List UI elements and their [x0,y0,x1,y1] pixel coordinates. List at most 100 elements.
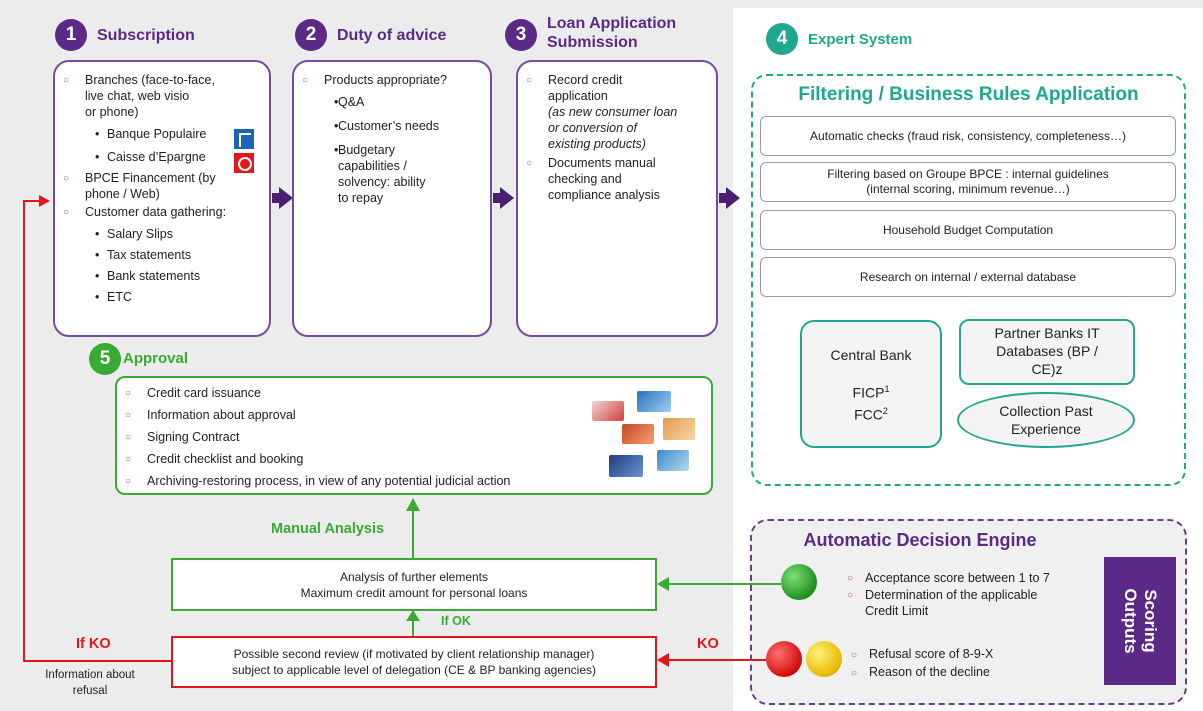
list-item: ○ Products appropriate? [302,72,482,88]
rule-household-budget: Household Budget Computation [760,210,1176,250]
manual-analysis-arrow-shaft [412,510,414,558]
list-item: ○ BPCE Financement (by phone / Web) [63,170,261,202]
text-line: or conversion of [548,121,637,135]
sub-item: ETC [63,289,261,305]
arrow-left-icon [657,577,669,591]
red-light-icon [766,641,802,677]
flow-chevron-icon [279,187,293,209]
step-4-title: Expert System [808,31,913,48]
text-line: Partner Banks IT [994,325,1100,341]
text-line: Filtering based on Groupe BPCE : interna… [827,167,1109,181]
list-item: ○ Determination of the applicable Credit… [847,587,1072,619]
text-line: Central Bank [830,347,912,363]
text-line: Analysis of further elements [339,570,489,584]
caisse-epargne-logo-icon [234,153,254,173]
step-4-number: 4 [766,23,798,55]
bullet-icon: ○ [63,207,70,218]
if-ok-arrow-shaft [412,611,414,636]
text-line: Signing Contract [147,430,240,444]
scoring-outputs-box: Scoring Outputs [1104,557,1176,685]
footnote-marker: 2 [882,405,888,416]
text-line: Customer data gathering: [85,205,227,219]
list-item: ○Credit checklist and booking [125,451,711,467]
bullet-icon: ○ [302,75,309,86]
subscription-box: ○ Branches (face-to-face, live chat, web… [53,60,271,337]
text-line: solvency: ability [338,175,426,189]
bullet-icon: ○ [63,173,70,184]
list-item: ○ Record credit application (as new cons… [526,72,708,152]
if-ko-line [23,200,25,662]
step-5-number: 5 [89,343,121,375]
filtering-heading: Filtering / Business Rules Application [798,84,1139,105]
arrow-up-icon [406,498,420,511]
text-line: Acceptance score between 1 to 7 [865,571,1050,585]
text-line: Credit checklist and booking [147,452,304,466]
duty-of-advice-box: ○ Products appropriate? Q&A Customer’s n… [292,60,492,337]
flow-chevron-icon [500,187,514,209]
text-line: existing products) [548,137,646,151]
if-ok-label: If OK [441,614,471,628]
step-2-title: Duty of advice [337,27,447,44]
text-line: checking and [548,172,622,186]
second-review-box: Possible second review (if motivated by … [171,636,657,688]
decision-engine-title: Automatic Decision Engine [803,530,1037,550]
further-analysis-box: Analysis of further elements Maximum cre… [171,558,657,611]
fcc-line: FCC2 [802,402,940,424]
bullet-icon: ○ [847,573,854,584]
step-2-number: 2 [295,19,327,51]
sub-item: Banque Populaire [63,126,261,142]
list-item: ○ Refusal score of 8-9-X [851,646,1071,663]
list-item: ○ Branches (face-to-face, live chat, web… [63,72,261,120]
credit-card-image [637,391,671,412]
manual-analysis-label: Manual Analysis [271,521,385,537]
text-line: FICP [852,384,885,401]
text-line: subject to applicable level of delegatio… [231,663,596,677]
credit-card-image [592,401,624,421]
list-item: ○Archiving-restoring process, in view of… [125,473,711,489]
bullet-icon: ○ [125,432,132,443]
list-item: ○ Documents manual checking and complian… [526,155,708,203]
text-line: (as new consumer loan [548,105,678,119]
arrow-right-icon [39,195,50,207]
rule-database-research: Research on internal / external database [760,257,1176,297]
bullet-icon: ○ [125,410,132,421]
sub-item: Bank statements [63,268,261,284]
text-line: Documents manual [548,156,656,170]
text-line: Information about [45,669,135,681]
refusal-info-label: Information about refusal [30,667,150,699]
text-line: refusal [72,685,108,697]
bullet-icon: ○ [125,388,132,399]
acceptance-list: ○ Acceptance score between 1 to 7 ○ Deter… [847,570,1072,620]
bullet-icon: ○ [851,668,858,679]
text-line: Archiving-restoring process, in view of … [147,474,511,488]
if-ko-label: If KO [76,636,111,652]
if-ko-line [23,660,171,662]
text-line: compliance analysis [548,188,660,202]
central-bank-box: Central Bank FICP1 FCC2 [800,320,942,448]
text-line: Record credit [548,73,623,87]
list-item: ○ Customer data gathering: [63,204,261,220]
flow-chevron-icon [726,187,740,209]
step-3-title: Loan Application Submission [547,14,676,52]
collection-past-experience-box: Collection Past Experience [957,392,1135,448]
text-line: BPCE Financement (by [85,171,216,185]
text-line: Branches (face-to-face, [85,73,215,87]
rule-filtering-guidelines: Filtering based on Groupe BPCE : interna… [760,162,1176,202]
green-light-icon [781,564,817,600]
credit-card-image [622,424,654,444]
sub-item: Salary Slips [63,226,261,242]
step-1-number: 1 [55,19,87,51]
bullet-icon: ○ [851,650,858,661]
text-line: Refusal score of 8-9-X [869,647,994,661]
flow-arrow-shaft [272,193,280,203]
list-item: ○Credit card issuance [125,385,711,401]
credit-card-image [609,455,643,477]
text-line: capabilities / [338,159,407,173]
scoring-outputs-label: Scoring Outputs [1121,588,1160,654]
text-line: Collection Past [999,403,1093,419]
text-line: Determination of the applicable [865,588,1038,602]
text-line: Databases (BP / [996,343,1098,359]
text-line: Credit Limit [865,604,929,618]
list-item: ○Information about approval [125,407,711,423]
text-line: CE)z [1031,361,1063,377]
